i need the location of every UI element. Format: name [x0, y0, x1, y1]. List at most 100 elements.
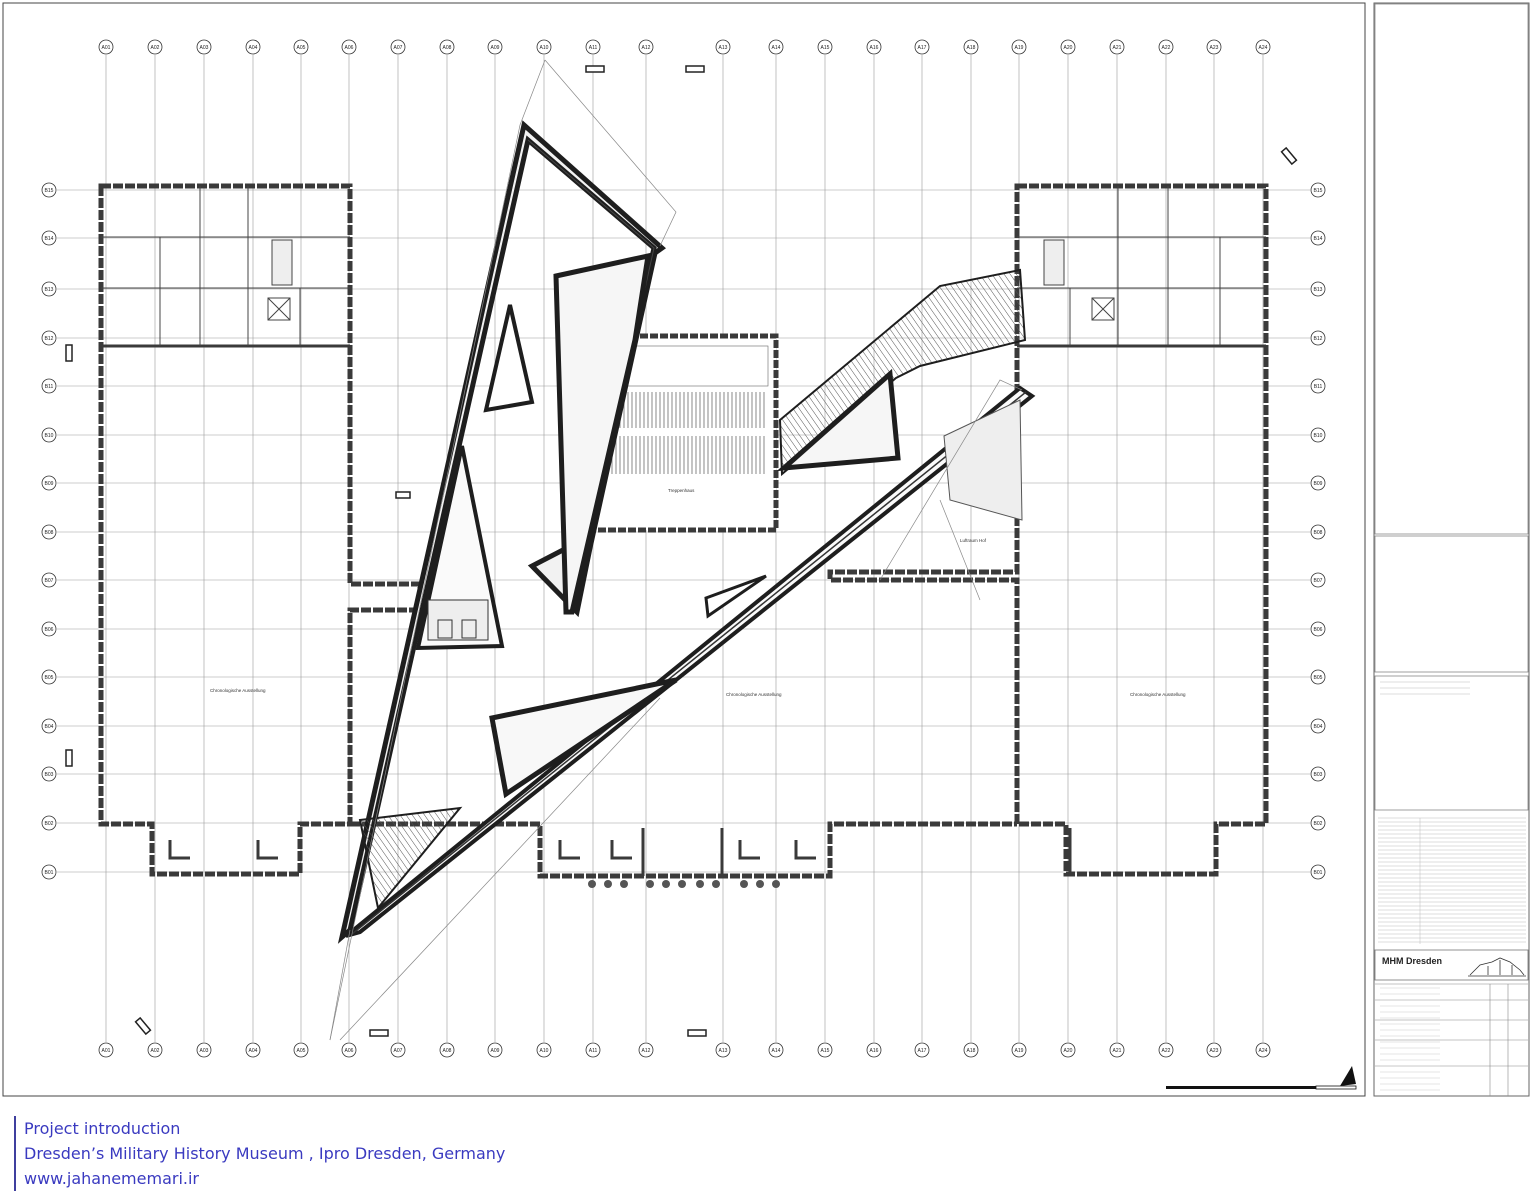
- grid-bubble-b05: B05: [1310, 669, 1326, 685]
- room-label-centre: Chronologische Ausstellung: [726, 692, 782, 697]
- grid-bubble-a15: A15: [817, 1042, 833, 1058]
- grid-bubble-a24: A24: [1255, 39, 1271, 55]
- grid-bubble-b08: B08: [41, 524, 57, 540]
- grid-bubble-a20: A20: [1060, 39, 1076, 55]
- svg-text:A04: A04: [249, 1048, 258, 1054]
- grid-bubble-b13: B13: [41, 281, 57, 297]
- grid-bubble-a17: A17: [914, 39, 930, 55]
- svg-text:A20: A20: [1064, 45, 1073, 51]
- grid-bubble-a22: A22: [1158, 1042, 1174, 1058]
- grid-bubble-a03: A03: [196, 39, 212, 55]
- title-block: MHM Dresden: [1373, 2, 1530, 1097]
- grid-bubble-b06: B06: [1310, 621, 1326, 637]
- grid-bubble-a12: A12: [638, 39, 654, 55]
- grid-bubble-a05: A05: [293, 1042, 309, 1058]
- svg-text:A14: A14: [772, 45, 781, 51]
- grid-bubble-b09: B09: [41, 475, 57, 491]
- grid-bubble-a08: A08: [439, 39, 455, 55]
- svg-text:A09: A09: [491, 45, 500, 51]
- grid-bubble-a06: A06: [341, 1042, 357, 1058]
- wedge-stair-core: [415, 445, 505, 651]
- grid-bubble-a20: A20: [1060, 1042, 1076, 1058]
- grid-bubble-b12: B12: [41, 330, 57, 346]
- grid-bubble-a16: A16: [866, 39, 882, 55]
- svg-text:A11: A11: [589, 1048, 598, 1054]
- svg-text:A07: A07: [394, 1048, 403, 1054]
- room-labels: Chronologische Ausstellung Chronologisch…: [210, 488, 1186, 697]
- svg-text:B13: B13: [1314, 287, 1323, 293]
- grid-bubble-b02: B02: [41, 815, 57, 831]
- grid-bubble-b15: B15: [41, 182, 57, 198]
- wedge-inner-3: [776, 368, 901, 472]
- grid-bubble-b07: B07: [41, 572, 57, 588]
- svg-text:B12: B12: [45, 336, 54, 342]
- caption-block: Project introduction Dresden’s Military …: [14, 1116, 505, 1191]
- svg-text:A12: A12: [642, 1048, 651, 1054]
- grid-bubbles: A01A01A02A02A03A03A04A04A05A05A06A06A07A…: [41, 39, 1326, 1058]
- section-markers: [65, 65, 1298, 1037]
- grid-bubble-b09: B09: [1310, 475, 1326, 491]
- scale-bar: [1166, 1085, 1357, 1090]
- svg-text:B08: B08: [1314, 530, 1323, 536]
- svg-text:A17: A17: [918, 1048, 927, 1054]
- svg-text:B09: B09: [1314, 481, 1323, 487]
- grid-bubble-b14: B14: [41, 230, 57, 246]
- grid-bubble-a22: A22: [1158, 39, 1174, 55]
- title-block-fields: [1375, 983, 1528, 1096]
- grid-bubble-b01: B01: [1310, 864, 1326, 880]
- wedge-inner-4: [489, 677, 678, 799]
- svg-text:B13: B13: [45, 287, 54, 293]
- svg-text:B15: B15: [1314, 188, 1323, 194]
- svg-text:A21: A21: [1113, 45, 1122, 51]
- grid-bubble-a19: A19: [1011, 39, 1027, 55]
- svg-text:A22: A22: [1162, 45, 1171, 51]
- revision-table: [1378, 817, 1526, 944]
- caption-link[interactable]: www.jahanememari.ir: [24, 1169, 200, 1188]
- grid-bubble-a08: A08: [439, 1042, 455, 1058]
- grid-bubble-a13: A13: [715, 39, 731, 55]
- grid-bubble-a18: A18: [963, 39, 979, 55]
- svg-text:B14: B14: [45, 236, 54, 242]
- svg-text:B11: B11: [1314, 384, 1323, 390]
- svg-text:A17: A17: [918, 45, 927, 51]
- svg-text:A11: A11: [589, 45, 598, 51]
- svg-text:A14: A14: [772, 1048, 781, 1054]
- building-walls: [98, 183, 1269, 888]
- svg-text:A24: A24: [1259, 1048, 1268, 1054]
- svg-text:A10: A10: [540, 1048, 549, 1054]
- grid-bubble-b15: B15: [1310, 182, 1326, 198]
- svg-text:A07: A07: [394, 45, 403, 51]
- svg-text:A08: A08: [443, 1048, 452, 1054]
- room-label-east: Chronologische Ausstellung: [1130, 692, 1186, 697]
- grid-bubble-b07: B07: [1310, 572, 1326, 588]
- drawing-frame: [2, 2, 1366, 1097]
- grid-bubble-a02: A02: [147, 1042, 163, 1058]
- grid-bubble-b11: B11: [41, 378, 57, 394]
- south-wall: [350, 821, 1017, 879]
- svg-text:A13: A13: [719, 45, 728, 51]
- grid-bubble-b02: B02: [1310, 815, 1326, 831]
- grid-bubble-a23: A23: [1206, 39, 1222, 55]
- grid-bubble-a18: A18: [963, 1042, 979, 1058]
- svg-text:B05: B05: [1314, 675, 1323, 681]
- grid-bubble-a15: A15: [817, 39, 833, 55]
- svg-text:A18: A18: [967, 45, 976, 51]
- central-stair-block: [587, 333, 779, 533]
- construction-lines: [329, 59, 1023, 1041]
- svg-text:B03: B03: [45, 772, 54, 778]
- wedge-main: [337, 120, 666, 944]
- svg-text:A05: A05: [297, 45, 306, 51]
- grid-bubble-a19: A19: [1011, 1042, 1027, 1058]
- svg-text:A18: A18: [967, 1048, 976, 1054]
- svg-text:B06: B06: [1314, 627, 1323, 633]
- svg-text:B03: B03: [1314, 772, 1323, 778]
- svg-text:A04: A04: [249, 45, 258, 51]
- grid-bubble-b04: B04: [41, 718, 57, 734]
- grid-bubble-a17: A17: [914, 1042, 930, 1058]
- grid-bubble-a23: A23: [1206, 1042, 1222, 1058]
- svg-text:A21: A21: [1113, 1048, 1122, 1054]
- svg-text:A02: A02: [151, 45, 160, 51]
- svg-text:A03: A03: [200, 1048, 209, 1054]
- north-arrow-icon: [1340, 1066, 1356, 1086]
- grid-bubble-b13: B13: [1310, 281, 1326, 297]
